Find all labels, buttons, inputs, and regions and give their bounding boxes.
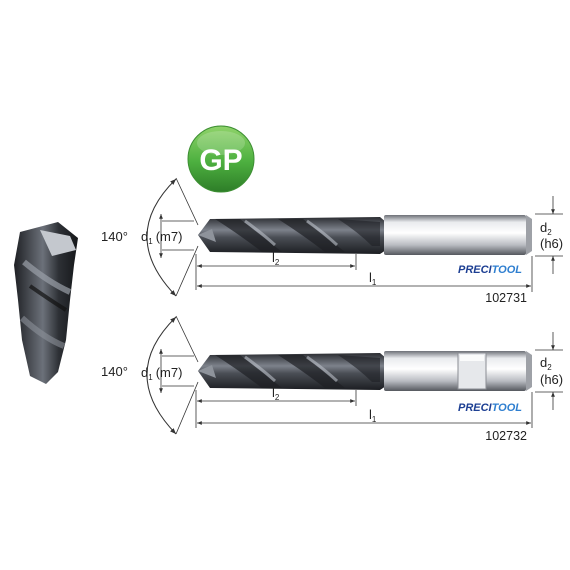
- drill-1: 140° d1(m7) d2 (h6) l2: [101, 177, 563, 305]
- d1-label-2: d1(m7): [141, 365, 182, 382]
- article-number-1: 102731: [485, 291, 527, 305]
- l1-label-1: l1: [369, 270, 377, 287]
- drill-body-1: [198, 217, 386, 254]
- brand-logo-1: PRECITOOL: [458, 264, 522, 276]
- drill-2: 140° d1(m7) d2 (h6) l2 l1: [101, 315, 563, 443]
- l2-label-2: l2: [272, 385, 280, 402]
- l1-label-2: l1: [369, 407, 377, 424]
- d2-label-2: d2: [540, 355, 552, 372]
- article-number-2: 102732: [485, 429, 527, 443]
- d1-label-1: d1(m7): [141, 229, 182, 246]
- point-angle-arc-2: [146, 316, 177, 435]
- brand-logo-2: PRECITOOL: [458, 402, 522, 414]
- d2-tolerance-1: (h6): [540, 236, 563, 251]
- point-angle-arc-1: [146, 178, 177, 297]
- gp-badge-text: GP: [199, 144, 242, 177]
- drill-shank-1: [384, 215, 526, 255]
- point-angle-label-1: 140°: [101, 229, 128, 244]
- drill-body-2: [198, 353, 386, 390]
- l2-label-1: l2: [272, 250, 280, 267]
- gp-coating-badge: GP: [187, 125, 255, 193]
- point-angle-label-2: 140°: [101, 364, 128, 379]
- drill-tip-closeup: [14, 222, 78, 384]
- drill-shank-2: [384, 351, 526, 391]
- d2-tolerance-2: (h6): [540, 372, 563, 387]
- d2-label-1: d2: [540, 220, 552, 237]
